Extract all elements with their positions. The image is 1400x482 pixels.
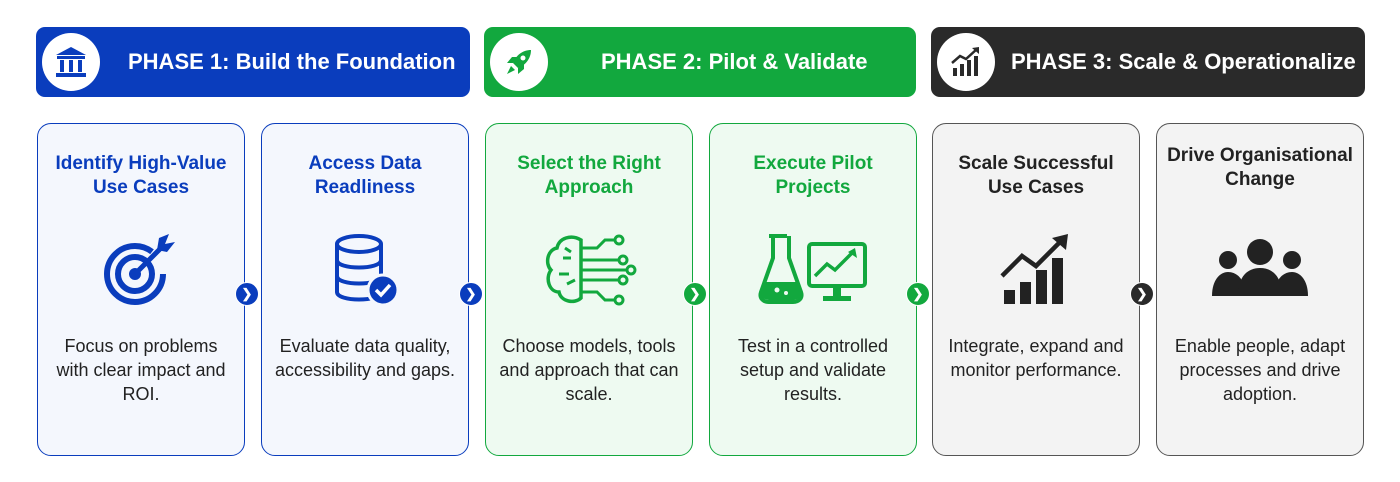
arrow-right-icon: ❯ [683, 282, 707, 306]
people-group-icon [1212, 239, 1308, 296]
phase-1-title: PHASE 1: Build the Foundation [128, 49, 456, 74]
arrow-right-icon: ❯ [1130, 282, 1154, 306]
growth-chart-icon [951, 47, 979, 76]
card-title: Execute Pilot Projects [753, 153, 873, 198]
card-title: Drive Organisational Change [1167, 145, 1353, 190]
card-description: Evaluate data quality, accessibility and… [274, 336, 456, 380]
phase-3-icon-badge [937, 33, 995, 91]
arrow-right-icon: ❯ [235, 282, 259, 306]
phase-2-title: PHASE 2: Pilot & Validate [601, 49, 868, 74]
card-select-approach: Select the Right Approach Choose models,… [485, 123, 693, 456]
bank-icon [56, 47, 86, 77]
arrow-right-icon: ❯ [459, 282, 483, 306]
card-scale-use-cases: Scale Successful Use Cases Integrate, ex… [932, 123, 1140, 456]
phase-1-header: PHASE 1: Build the Foundation [36, 27, 470, 97]
phase-2-icon-badge [490, 33, 548, 91]
ai-brain-icon [545, 234, 637, 306]
card-data-readiness: Access Data Readliness Evaluate data qua… [261, 123, 469, 456]
card-description: Focus on problems with clear impact and … [56, 336, 226, 404]
rocket-icon [507, 50, 531, 74]
target-icon [104, 234, 175, 305]
card-organisational-change: Drive Organisational Change Enable peopl… [1156, 123, 1364, 456]
card-title: Scale Successful Use Cases [958, 153, 1114, 198]
bar-growth-icon [1000, 234, 1068, 304]
card-description: Integrate, expand and monitor performanc… [948, 336, 1124, 380]
card-identify-use-cases: Identify High-Value Use Cases Focus on p… [37, 123, 245, 456]
phase-3-header: PHASE 3: Scale & Operationalize [931, 27, 1365, 97]
phase-1-icon-badge [42, 33, 100, 91]
card-execute-pilots: Execute Pilot Projects Test in a control… [709, 123, 917, 456]
phase-3-title: PHASE 3: Scale & Operationalize [1011, 49, 1356, 74]
card-title: Identify High-Value Use Cases [55, 153, 227, 198]
card-description: Enable people, adapt processes and drive… [1174, 336, 1346, 404]
lab-monitor-icon [758, 234, 867, 304]
arrow-right-icon: ❯ [906, 282, 930, 306]
card-title: Select the Right Approach [517, 153, 661, 198]
phase-2-header: PHASE 2: Pilot & Validate [484, 27, 916, 97]
card-description: Choose models, tools and approach that c… [499, 336, 679, 404]
card-title: Access Data Readliness [308, 153, 422, 198]
card-description: Test in a controlled setup and validate … [737, 336, 889, 404]
database-check-icon [335, 234, 400, 307]
